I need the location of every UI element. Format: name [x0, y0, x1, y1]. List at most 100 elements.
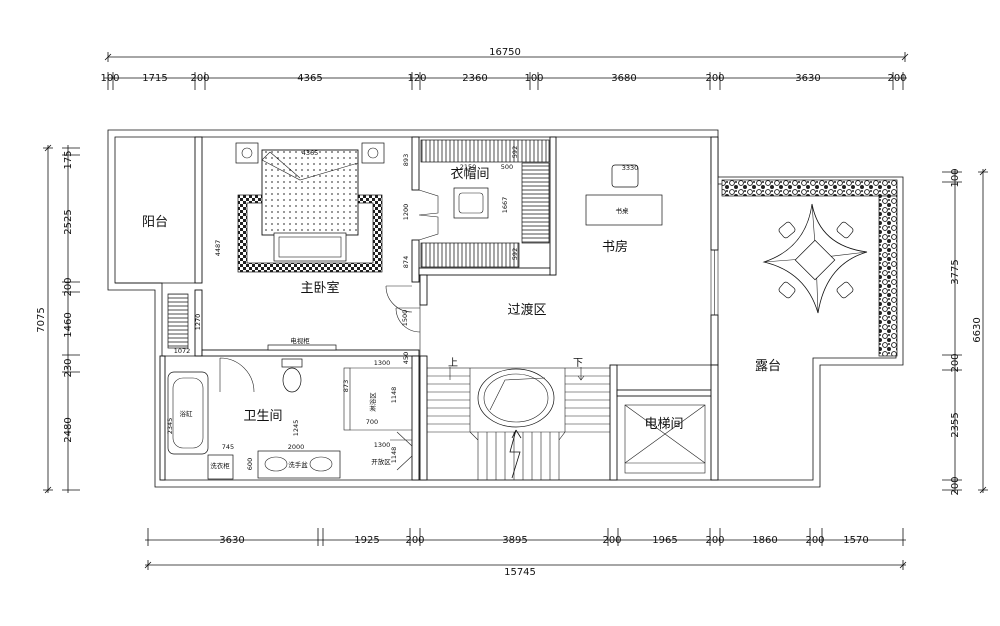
bathtub-length-dim: 2345 [166, 418, 174, 435]
study: 3330 书桌 书房 [585, 164, 719, 316]
terrace-chair [836, 221, 854, 239]
bottom-dim-ticks [147, 528, 904, 546]
study-right-wall-bottom [710, 314, 719, 366]
bathroom-door-swing-icon [219, 357, 255, 393]
left-dim-2: 2525 [63, 209, 74, 234]
toilet-tank [281, 358, 303, 368]
master-bedroom: 主卧室 4365 4487 893 1200 874 电视柜 1500 [214, 142, 421, 356]
bottom-dim-7: 200 [705, 535, 724, 546]
right-total-dim: 6630 [972, 317, 983, 342]
bottom-dimensions: 3630 1925 200 3895 200 1965 200 1860 200… [144, 528, 907, 578]
balcony-wall [194, 136, 203, 284]
storage-height-dim: 1270 [194, 314, 202, 331]
bathroom: 卫生间 1300 450 873 淋浴区 1148 700 1300 1148 … [166, 352, 413, 480]
bedroom-depth-dim: 4487 [214, 240, 222, 257]
staircase: 上 下 [426, 357, 611, 481]
top-dim-4: 4365 [297, 73, 322, 84]
bedroom-wall-dim-3: 874 [402, 256, 410, 268]
stair-steps [427, 368, 610, 480]
vanity-width-dim: 2000 [288, 443, 305, 451]
lamp-icon [367, 147, 379, 159]
bottom-dim-4: 3895 [502, 535, 527, 546]
bed-width-dim: 4365 [302, 149, 319, 157]
cloakroom-stool-cushion [458, 192, 484, 214]
top-dim-9: 200 [705, 73, 724, 84]
bottom-dim-1: 3630 [219, 535, 244, 546]
stair-up-label: 上 [448, 357, 458, 369]
transition-left-wall-top [419, 274, 428, 306]
elevator-top-wall [616, 389, 713, 397]
right-dim-2: 3775 [950, 259, 961, 284]
bedroom-wall-dim-2: 1200 [402, 204, 410, 221]
study-desk [585, 194, 663, 226]
stair-left-wall [419, 355, 428, 481]
walls [107, 129, 904, 488]
terrace-label: 露台 [755, 359, 781, 374]
shower-depth-dim: 873 [342, 380, 350, 392]
top-total-dim-ticks [104, 52, 909, 62]
storage-shelf [167, 293, 189, 349]
transition-area-label: 过渡区 [507, 302, 546, 318]
stair-direction-arrow-icon [509, 429, 522, 479]
study-window [710, 249, 719, 316]
left-dim-5: 230 [63, 358, 74, 377]
top-dim-5: 120 [407, 73, 426, 84]
terrace-chair [836, 281, 854, 299]
left-dim-1: 175 [63, 150, 74, 169]
lamp-icon [241, 147, 253, 159]
master-bedroom-label: 主卧室 [300, 280, 339, 296]
bedroom-bottom-wall [201, 349, 420, 357]
top-dim-1: 100 [100, 73, 119, 84]
bottom-dim-2: 1925 [354, 535, 379, 546]
top-dim-2: 1715 [142, 73, 167, 84]
wall-stub-dim: 450 [402, 352, 410, 364]
bathroom-seg-d-dim: 1148 [390, 447, 398, 464]
top-dimensions: 16750 100 1715 200 4365 120 2360 100 368… [100, 47, 909, 90]
sink-depth-dim: 600 [246, 458, 254, 470]
top-dim-6: 2360 [462, 73, 487, 84]
cloakroom-double-door-icon [418, 189, 439, 241]
bed-cover-fold [261, 151, 359, 181]
door-width-dim: 1500 [401, 310, 409, 327]
nightstand-left [235, 142, 259, 164]
right-total-dim-ticks [978, 168, 988, 494]
bedroom-right-wall-top [411, 136, 420, 191]
left-dim-3: 200 [63, 277, 74, 296]
sink-icon [264, 456, 288, 472]
right-dim-5: 200 [950, 476, 961, 495]
elevator-shaft [624, 404, 706, 474]
bathroom-left-wall [159, 355, 166, 481]
top-dim-8: 3680 [611, 73, 636, 84]
storage-width-dim: 1072 [174, 347, 191, 355]
elevator: 电梯间 [624, 404, 706, 474]
shower-width-dim: 1300 [374, 359, 391, 367]
cloakroom-depth-dim: 500 [501, 163, 513, 171]
stair-well [477, 368, 555, 428]
bed [261, 149, 359, 236]
cloakroom: 衣帽间 2150 500 592 1667 592 [418, 139, 550, 268]
top-dim-ticks [107, 72, 904, 90]
toilet-offset-dim: 1245 [292, 420, 300, 437]
top-total-dim: 16750 [489, 47, 521, 58]
bottom-total-dim-ticks [144, 560, 907, 570]
stair-well-inner [483, 373, 549, 423]
top-dim-11: 200 [887, 73, 906, 84]
right-dim-4: 2355 [950, 412, 961, 437]
terrace: 露台 [721, 179, 898, 374]
terrace-chair [778, 281, 796, 299]
elevator-right-wall [710, 364, 719, 481]
left-dim-4: 1460 [63, 312, 74, 337]
shower-partition [343, 367, 351, 431]
bedroom-wall-dim-1: 893 [402, 154, 410, 166]
bedroom-door-swing-icon [385, 285, 413, 313]
right-dim-ticks [942, 171, 962, 491]
shower-area-lines [350, 367, 413, 471]
terrace-table [794, 239, 836, 281]
right-dim-1: 100 [950, 168, 961, 187]
bottom-dim-10: 1570 [843, 535, 868, 546]
bed-bench [273, 232, 347, 262]
left-total-dim: 7075 [36, 307, 47, 332]
toilet-icon [282, 367, 302, 393]
hanging-rail-bottom [420, 242, 520, 268]
